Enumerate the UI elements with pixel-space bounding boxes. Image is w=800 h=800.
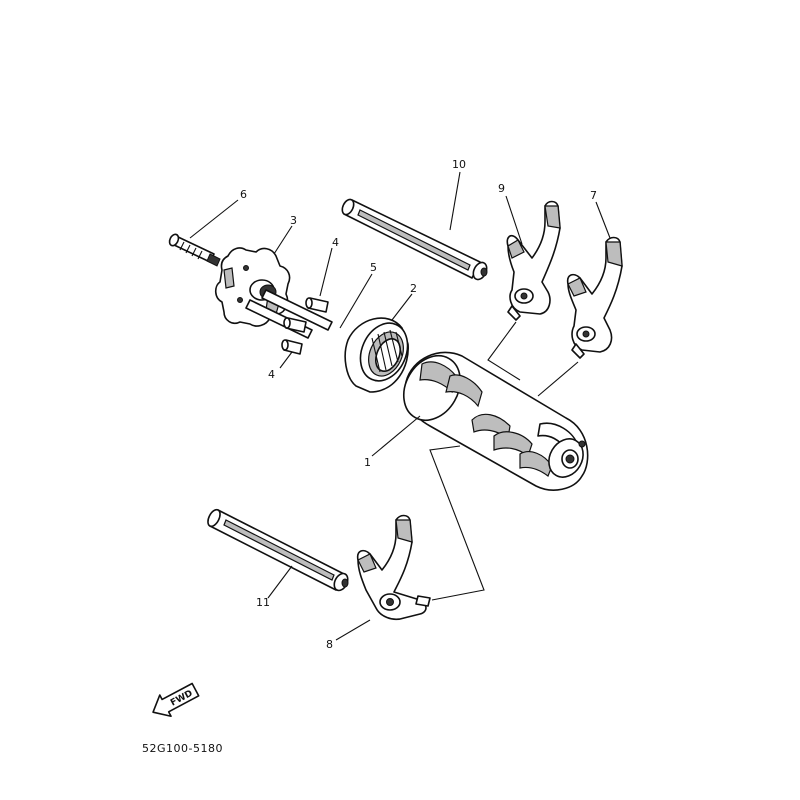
callout-1: 1 — [364, 456, 371, 469]
leader-4-lower — [279, 351, 293, 369]
callout-2: 2 — [410, 282, 417, 295]
part-11-shift-fork-shaft-lower — [207, 508, 349, 592]
leader-5 — [339, 273, 373, 329]
leader-10 — [449, 171, 461, 231]
callout-3: 3 — [290, 214, 297, 227]
leader-11 — [267, 565, 293, 599]
callout-labels: 10 9 7 6 3 4 5 2 4 1 11 8 — [240, 158, 597, 651]
part-4-dowel-pin-lower — [281, 339, 303, 355]
part-9-shift-fork — [506, 200, 561, 321]
part-1-shift-drum — [402, 351, 589, 491]
leader-6 — [189, 199, 239, 239]
leader-2 — [391, 293, 413, 321]
leader-8 — [335, 619, 371, 641]
callout-4-lower: 4 — [268, 368, 275, 381]
fork9-drum-link — [487, 321, 521, 381]
part-7-shift-fork — [566, 236, 623, 359]
part-10-shift-fork-shaft-upper — [341, 198, 488, 281]
part-6-screw — [168, 233, 221, 267]
callout-10: 10 — [452, 158, 466, 171]
drawing-code: 52G100-5180 — [142, 742, 223, 755]
fork8-drum-link — [429, 445, 485, 601]
callout-5: 5 — [370, 261, 377, 274]
part-2-bearing — [344, 317, 409, 393]
forward-arrow-icon: FWD — [152, 682, 200, 718]
callout-11: 11 — [256, 596, 270, 609]
leader-1 — [371, 415, 421, 457]
part-4-dowel-pin-upper — [305, 297, 329, 313]
leader-3 — [273, 225, 293, 255]
callout-4-upper: 4 — [332, 236, 339, 249]
callout-6: 6 — [240, 188, 247, 201]
part-4-dowel-pin-middle — [283, 317, 307, 333]
leader-7 — [595, 201, 611, 239]
fork7-drum-link — [537, 361, 579, 397]
leader-9 — [505, 195, 523, 245]
callout-7: 7 — [590, 189, 597, 202]
leader-lines — [189, 171, 611, 641]
leader-4-upper — [319, 247, 333, 297]
callout-9: 9 — [498, 182, 505, 195]
callout-8: 8 — [326, 638, 333, 651]
part-8-shift-fork — [356, 514, 431, 621]
